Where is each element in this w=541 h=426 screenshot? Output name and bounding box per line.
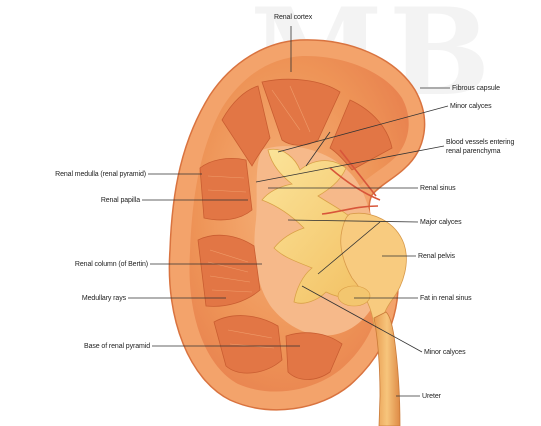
pyramid-lower-left [198, 235, 260, 306]
label-renal-cortex: Renal cortex [274, 13, 312, 22]
label-base-of-renal-pyramid: Base of renal pyramid [84, 342, 150, 351]
label-fibrous-capsule: Fibrous capsule [452, 84, 500, 93]
fat-blob [338, 286, 370, 306]
label-medullary-rays: Medullary rays [82, 294, 126, 303]
label-renal-medulla: Renal medulla (renal pyramid) [55, 170, 146, 179]
label-fat-in-renal-sinus: Fat in renal sinus [420, 294, 472, 303]
label-blood-vessels-1: Blood vessels entering [446, 138, 514, 147]
label-renal-sinus: Renal sinus [420, 184, 455, 193]
pyramid-left [200, 158, 252, 220]
label-renal-papilla: Renal papilla [101, 196, 140, 205]
label-ureter: Ureter [422, 392, 441, 401]
label-minor-calyces-top: Minor calyces [450, 102, 492, 111]
label-minor-calyces-bottom: Minor calyces [424, 348, 466, 357]
label-renal-column: Renal column (of Bertin) [75, 260, 148, 269]
label-renal-pelvis: Renal pelvis [418, 252, 455, 261]
label-major-calyces: Major calyces [420, 218, 462, 227]
ureter [374, 312, 400, 426]
label-blood-vessels-2: renal parenchyma [446, 147, 500, 156]
